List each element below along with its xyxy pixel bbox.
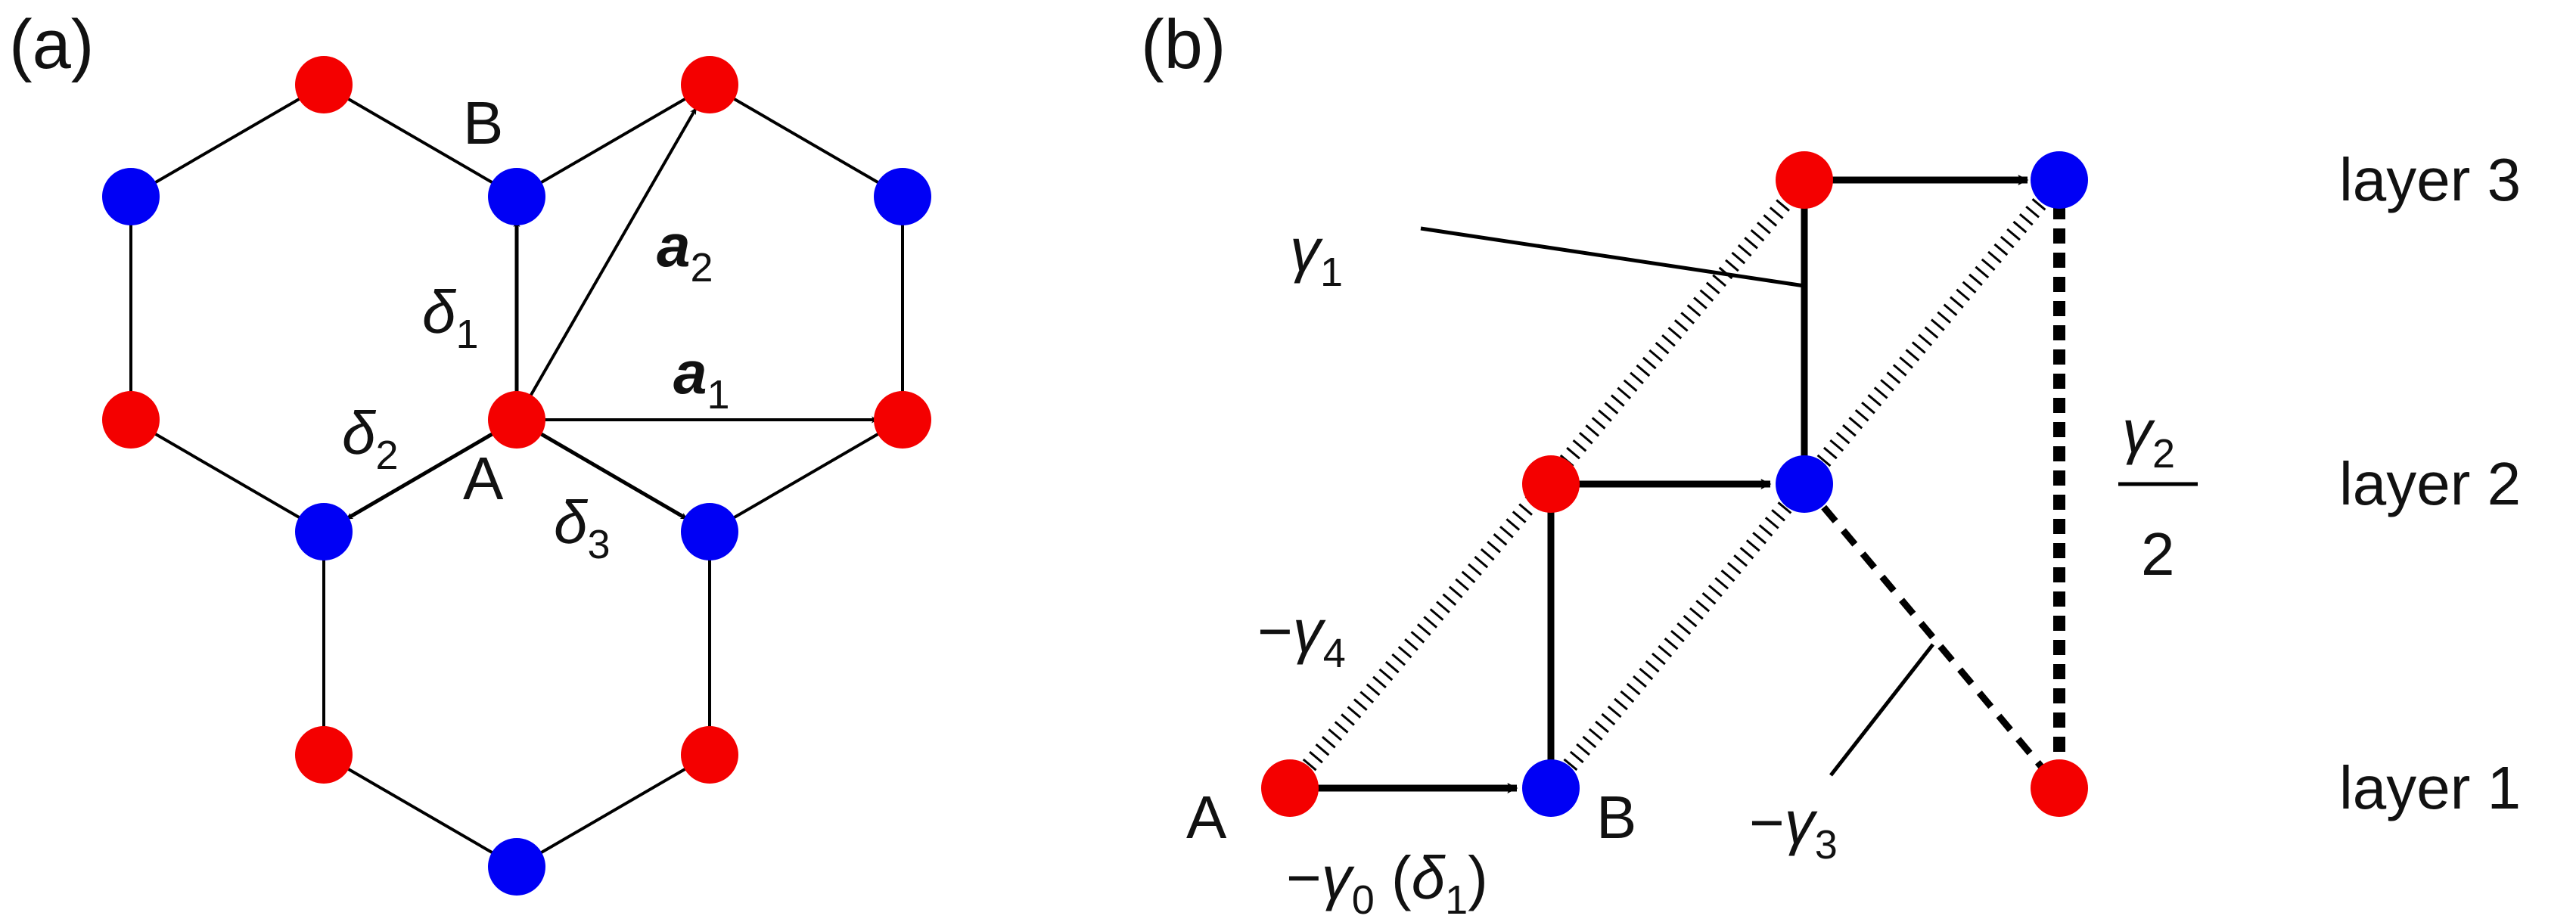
sublattice-a-atoms — [102, 56, 931, 784]
gamma1-label: γ1 — [1290, 216, 1343, 295]
gamma4-label: −γ4 — [1257, 598, 1346, 676]
gamma3-leader-line — [1829, 643, 1934, 777]
bond-top-left-hexagon — [129, 82, 518, 534]
site-a-label: A — [463, 445, 504, 512]
gamma0-delta1-label: −γ0 (δ1) — [1286, 844, 1488, 922]
gamma2-denominator: 2 — [2141, 520, 2175, 588]
site-b-label: B — [463, 89, 503, 157]
hatched-bond-b-lower — [1544, 478, 1811, 794]
panel-b-label: (b) — [1141, 6, 1226, 83]
a1-label: a1 — [673, 339, 730, 418]
atom-a-origin — [488, 391, 545, 449]
atom-a-layer2 — [1522, 455, 1580, 513]
a2-arrow — [515, 107, 698, 421]
site-b-label-b: B — [1596, 784, 1636, 851]
delta2-arrow — [345, 418, 518, 521]
gamma1-bonds — [1547, 180, 1808, 788]
bond-bottom-hexagon — [322, 418, 711, 869]
atom-a — [681, 726, 738, 784]
atom-b — [681, 503, 738, 560]
atom-b — [295, 503, 353, 560]
sublattice-b-atoms — [102, 168, 931, 896]
delta3-arrow — [515, 418, 688, 521]
gamma3-label: −γ3 — [1749, 789, 1838, 868]
gamma3-dashed-bond — [1801, 482, 2062, 790]
gamma2-numerator: γ2 — [2122, 398, 2175, 477]
atom-b — [874, 168, 931, 225]
atom-a — [874, 391, 931, 449]
delta2-label: δ2 — [342, 399, 399, 478]
panel-a-label: (a) — [9, 6, 94, 83]
gamma0-arrows — [1290, 175, 2029, 793]
lattice-vectors — [345, 107, 878, 521]
atom-b-layer2 — [1776, 455, 1833, 513]
atom-b — [488, 168, 545, 225]
site-a-label-b: A — [1186, 784, 1227, 851]
atom-a-layer1-right — [2031, 759, 2088, 817]
gamma1-leader-line — [1420, 226, 1805, 288]
trilayer-atoms — [1261, 151, 2088, 817]
panel-b-trilayer-hopping: (b) — [1141, 6, 2521, 922]
layer-3-label: layer 3 — [2339, 146, 2521, 213]
layer-2-label: layer 2 — [2339, 450, 2521, 517]
atom-b-layer1 — [1522, 759, 1580, 817]
atom-b-layer3 — [2031, 151, 2088, 209]
atom-a — [295, 56, 353, 113]
gamma2-half-label: γ2 2 — [2118, 398, 2198, 588]
atom-a-layer1 — [1261, 759, 1319, 817]
gamma4-hatched-bond-upper — [1540, 174, 1811, 490]
hatched-bond-b-upper — [1798, 174, 2066, 490]
atom-a — [102, 391, 160, 449]
delta1-label: δ1 — [422, 278, 479, 357]
hatched-bonds — [1283, 174, 2066, 794]
atom-a-layer3 — [1776, 151, 1833, 209]
atom-b — [102, 168, 160, 225]
layer-1-label: layer 1 — [2339, 754, 2521, 821]
panel-a-honeycomb-lattice: (a) — [9, 6, 931, 896]
delta3-label: δ3 — [554, 489, 611, 567]
bond-top-right-hexagon — [515, 82, 904, 534]
a2-label: a2 — [657, 212, 713, 290]
atom-a — [681, 56, 738, 113]
atom-b — [488, 838, 545, 896]
atom-a — [295, 726, 353, 784]
